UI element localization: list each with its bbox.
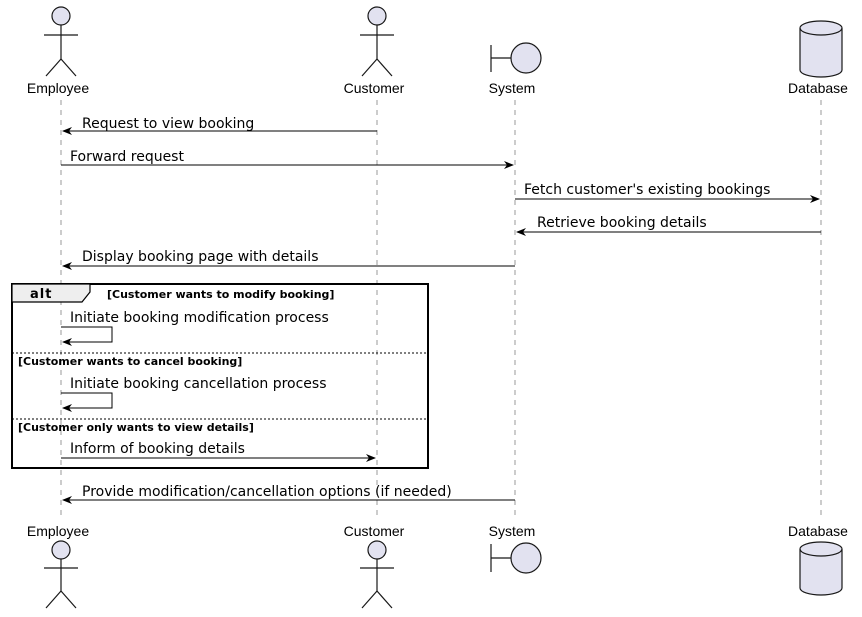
message-label-1: Request to view booking (82, 116, 254, 132)
message-label-2: Forward request (70, 149, 184, 165)
participant-label-system-bottom: System (489, 523, 536, 539)
actor-head-icon (51, 6, 71, 26)
message-label-3: Fetch customer's existing bookings (524, 182, 770, 198)
participant-label-system-top: System (489, 80, 536, 96)
alt-condition-3: [Customer only wants to view details] (18, 421, 254, 434)
participant-label-employee-top: Employee (27, 80, 89, 96)
database-icon-bottom (799, 541, 843, 596)
boundary-icon-system-bottom (490, 542, 542, 574)
actor-customer-top (360, 6, 394, 77)
participant-label-customer-bottom: Customer (344, 523, 405, 539)
message-label-8: Inform of booking details (70, 441, 245, 457)
actor-employee-top (44, 6, 78, 77)
actor-head-icon (51, 540, 71, 560)
alt-condition-2: [Customer wants to cancel booking] (18, 355, 242, 368)
alt-keyword: alt (30, 287, 52, 302)
message-label-9: Provide modification/cancellation option… (82, 484, 452, 500)
actor-employee-bottom (44, 540, 78, 609)
actor-head-icon (367, 6, 387, 26)
alt-fragment: alt [Customer wants to modify booking] [… (11, 283, 429, 469)
alt-tab (11, 283, 91, 303)
message-label-7: Initiate booking cancellation process (70, 376, 327, 392)
message-label-6: Initiate booking modification process (70, 310, 329, 326)
database-icon-top (799, 20, 843, 78)
self-message-arrow-6 (61, 326, 113, 346)
boundary-icon-system-top (490, 42, 542, 74)
participant-label-employee-bottom: Employee (27, 523, 89, 539)
self-message-arrow-7 (61, 392, 113, 412)
message-label-5: Display booking page with details (82, 249, 319, 265)
actor-customer-bottom (360, 540, 394, 609)
message-label-4: Retrieve booking details (537, 215, 707, 231)
participant-label-database-bottom: Database (788, 523, 848, 539)
participant-label-customer-top: Customer (344, 80, 405, 96)
actor-head-icon (367, 540, 387, 560)
participant-label-database-top: Database (788, 80, 848, 96)
alt-condition-1: [Customer wants to modify booking] (107, 288, 334, 301)
